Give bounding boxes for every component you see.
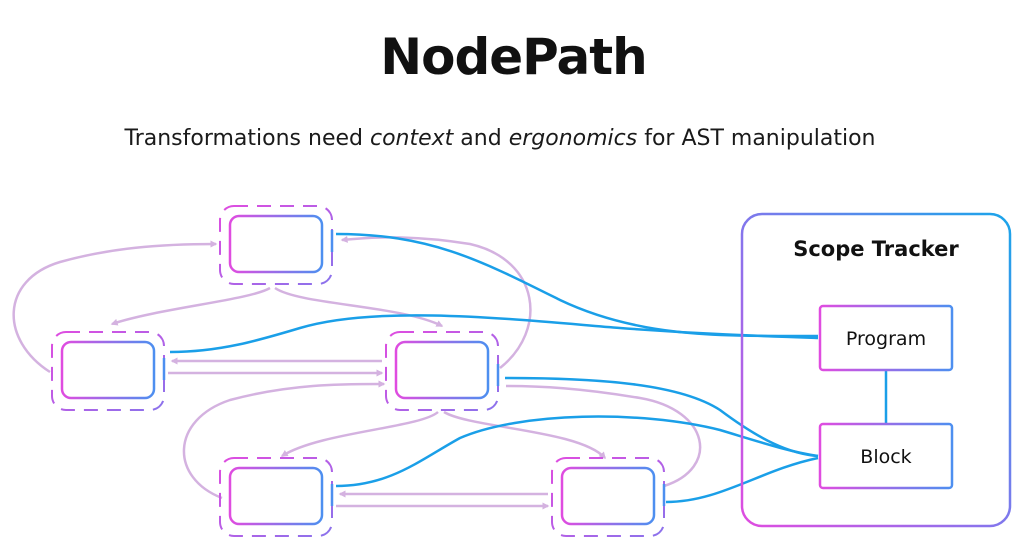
ast-node-top[interactable]: [219, 205, 334, 285]
ast-node-mid-left[interactable]: [51, 331, 166, 411]
page-subtitle: Transformations need context and ergonom…: [0, 126, 1000, 151]
connector-top-to-midright: [274, 286, 444, 328]
connector-botleft-to-midright: [182, 380, 386, 500]
node-dashed-frame: [219, 205, 333, 285]
scope-tracker-panel[interactable]: Scope Tracker Program Block: [740, 212, 1012, 528]
block-box: [818, 422, 954, 490]
node-dashed-frame: [219, 457, 333, 537]
link-midleft-to-program: [169, 314, 819, 354]
program-label: Program: [846, 328, 926, 350]
page-title: NodePath: [380, 28, 647, 86]
node-dashed-frame: [551, 457, 665, 537]
node-box: [560, 466, 656, 526]
node-box: [394, 340, 490, 400]
node-box: [228, 466, 324, 526]
scope-program-node[interactable]: Program: [818, 304, 954, 372]
connector-midleft-to-top: [12, 240, 218, 374]
connector-top-to-midleft: [110, 286, 271, 326]
scope-block-node[interactable]: Block: [818, 422, 954, 490]
link-botleft-to-block: [335, 415, 819, 488]
scope-tracker-frame: [740, 212, 1012, 528]
node-dashed-frame: [385, 331, 499, 411]
ast-node-mid-right[interactable]: [385, 331, 500, 411]
scope-tracker-title: Scope Tracker: [793, 237, 959, 261]
connector-midright-to-botright: [443, 410, 606, 460]
subtitle-emphasis-context: context: [369, 126, 454, 151]
link-botright-to-block: [665, 456, 819, 504]
program-box: [818, 304, 954, 372]
node-box: [228, 214, 324, 274]
node-box: [60, 340, 156, 400]
ast-node-bottom-left[interactable]: [219, 457, 334, 537]
block-label: Block: [860, 446, 911, 468]
subtitle-part-1: Transformations need: [124, 126, 370, 151]
subtitle-part-3: for AST manipulation: [637, 126, 876, 151]
lavender-connectors: [12, 235, 702, 510]
link-top-to-program: [335, 232, 819, 338]
node-dashed-frame: [51, 331, 165, 411]
connector-botright-to-midright: [505, 384, 702, 488]
blue-scope-links: [169, 232, 819, 504]
ast-node-bottom-right[interactable]: [551, 457, 666, 537]
subtitle-emphasis-ergonomics: ergonomics: [508, 126, 638, 151]
subtitle-part-2: and: [453, 126, 509, 151]
connector-midright-to-botleft: [280, 410, 439, 458]
